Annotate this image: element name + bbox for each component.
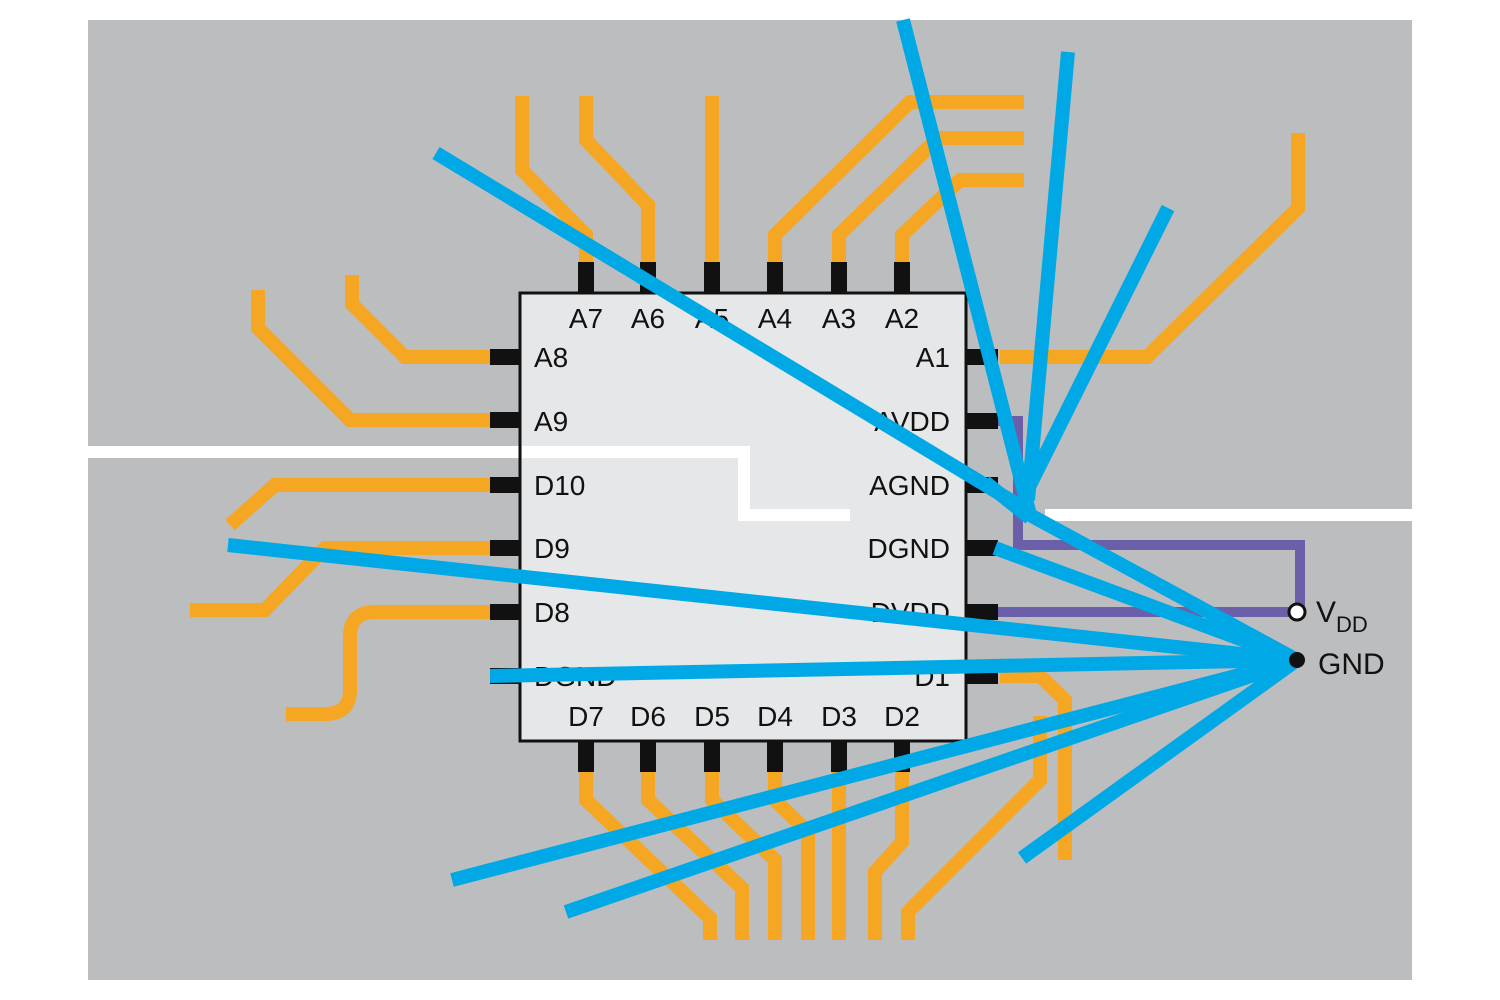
trace-d4 — [768, 770, 815, 940]
return-line-3 — [1018, 204, 1175, 499]
return-line-7 — [992, 541, 1300, 667]
label-a8: A8 — [534, 342, 568, 373]
pin-d3 — [831, 740, 847, 772]
trace-a3 — [832, 131, 1024, 262]
pin-a7 — [578, 262, 594, 294]
return-line-10 — [450, 653, 1299, 887]
label-a4: A4 — [758, 303, 792, 334]
label-d4: D4 — [757, 701, 793, 732]
pin-dvdd — [966, 604, 998, 620]
return-line-12 — [1017, 654, 1302, 864]
pin-labels: A7 A6 A5 A4 A3 A2 D7 D6 D5 D4 D3 D2 A8 A… — [534, 303, 950, 732]
label-d9: D9 — [534, 533, 570, 564]
pin-a4 — [767, 262, 783, 294]
trace-d2 — [868, 770, 909, 940]
vdd-terminal — [1287, 602, 1307, 622]
label-d5: D5 — [694, 701, 730, 732]
trace-a4 — [768, 95, 1024, 262]
trace-d8 — [286, 605, 490, 721]
label-dgnd-right: DGND — [868, 533, 950, 564]
label-d8: D8 — [534, 597, 570, 628]
label-d3: D3 — [821, 701, 857, 732]
pin-d9 — [490, 540, 522, 556]
trace-d10 — [225, 478, 490, 531]
label-a1: A1 — [916, 342, 950, 373]
pin-dgnd-right — [966, 540, 998, 556]
pin-avdd — [966, 413, 998, 429]
label-d6: D6 — [630, 701, 666, 732]
trace-a8 — [345, 275, 490, 364]
trace-a2 — [895, 173, 1024, 262]
ground-plane-split-on-chip — [522, 446, 850, 521]
return-line-1 — [896, 18, 1037, 517]
return-paths — [227, 18, 1302, 919]
pin-d6 — [640, 740, 656, 772]
return-line-6 — [1026, 508, 1301, 667]
pin-d8 — [490, 604, 522, 620]
pin-d10 — [490, 477, 522, 493]
label-a9: A9 — [534, 406, 568, 437]
return-line-9 — [489, 653, 1298, 683]
label-a6: A6 — [631, 303, 665, 334]
pin-d4 — [767, 740, 783, 772]
trace-d1 — [1000, 669, 1072, 860]
pin-d5 — [704, 740, 720, 772]
vdd-label-main: V — [1316, 596, 1336, 629]
vdd-label-sub: DD — [1336, 612, 1368, 637]
trace-d7 — [579, 770, 717, 940]
label-a7: A7 — [569, 303, 603, 334]
pin-d7 — [578, 740, 594, 772]
trace-d6 — [641, 770, 749, 940]
label-d7: D7 — [568, 701, 604, 732]
pin-a2 — [894, 262, 910, 294]
return-line-11 — [563, 653, 1300, 919]
return-line-2 — [1021, 51, 1075, 501]
gnd-terminal — [1289, 652, 1305, 668]
trace-d9 — [190, 541, 490, 617]
label-d10: D10 — [534, 470, 585, 501]
gnd-label: GND — [1318, 648, 1385, 681]
return-line-4 — [432, 147, 1034, 518]
vdd-label: VDD — [1316, 596, 1368, 637]
label-a2: A2 — [885, 303, 919, 334]
label-d2: D2 — [884, 701, 920, 732]
label-agnd: AGND — [869, 470, 950, 501]
trace-d5 — [705, 770, 782, 940]
pin-a3 — [831, 262, 847, 294]
trace-a6 — [579, 96, 655, 262]
trace-a9 — [251, 290, 490, 427]
pin-a5 — [704, 262, 720, 294]
trace-a1 — [1000, 133, 1305, 364]
label-a3: A3 — [822, 303, 856, 334]
net-terminals: VDD GND — [1287, 596, 1385, 681]
return-line-5 — [980, 476, 1035, 524]
pin-a9 — [490, 412, 522, 428]
return-line-8 — [227, 538, 1298, 667]
pin-a8 — [490, 349, 522, 365]
